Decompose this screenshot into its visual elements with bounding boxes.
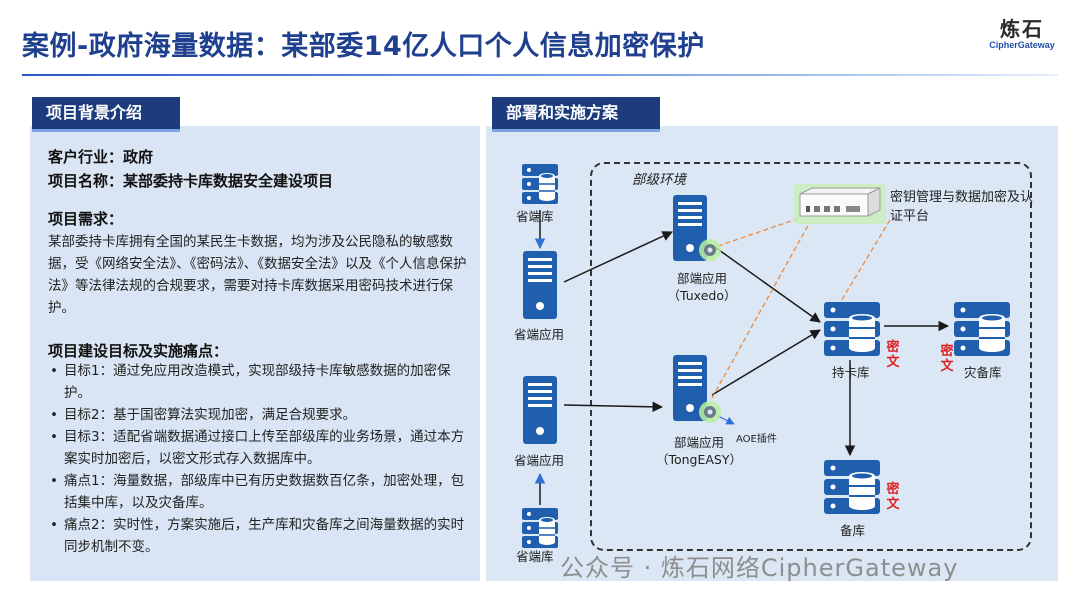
requirements-text: 某部委持卡库拥有全国的某民生卡数据，均为涉及公民隐私的敏感数据，受《网络安全法》… xyxy=(48,234,467,316)
province-db-2-label: 省端库 xyxy=(516,549,554,564)
database-server-icon xyxy=(824,460,880,514)
arrow-tongeasy-to-carddb xyxy=(711,329,821,396)
goal-item: 目标2：基于国密算法实现加密，满足合规要求。 xyxy=(48,404,476,426)
goals-heading: 项目建设目标及实施痛点： xyxy=(48,342,229,360)
background-section-tab: 项目背景介绍 xyxy=(32,97,180,132)
kms-link-carddb xyxy=(831,219,891,317)
pain-item: 痛点1：海量数据，部级库中已有历史数据数百亿条，加密处理，包括集中库，以及灾备库… xyxy=(48,470,476,514)
aoe-pointer xyxy=(717,415,735,425)
kms-appliance-icon xyxy=(794,184,886,224)
deployment-section-tab: 部署和实施方案 xyxy=(492,97,660,132)
ministry-app-tuxedo-label: 部端应用 （Tuxedo） xyxy=(662,270,742,304)
dr-db-cipher-mark: 密文 xyxy=(940,344,954,374)
dr-db-label: 灾备库 xyxy=(964,365,1002,380)
arrow-provapp-to-tongeasy xyxy=(563,401,664,413)
backup-db-label: 备库 xyxy=(840,523,866,538)
province-app-2-label: 省端应用 xyxy=(514,453,565,468)
ministry-app-tongeasy-name: 部端应用 xyxy=(673,435,724,450)
requirements-heading: 项目需求： xyxy=(48,210,124,228)
goal-item: 目标3：适配省端数据通过接口上传至部级库的业务场景，通过本方案实时加密后，以密文… xyxy=(48,426,476,470)
database-server-icon xyxy=(824,302,880,356)
kms-platform-label: 密钥管理与数据加密及认证平台 xyxy=(890,190,1034,224)
database-server-icon xyxy=(954,302,1010,356)
server-with-plugin-icon xyxy=(673,195,721,261)
backup-db-cipher-mark: 密文 xyxy=(886,482,900,512)
province-app-1-label: 省端应用 xyxy=(514,327,565,342)
server-with-plugin-icon xyxy=(673,355,721,423)
pain-item: 痛点2：实时性，方案实施后，生产库和灾备库之间海量数据的实时同步机制不变。 xyxy=(48,514,476,558)
ministry-app-tongeasy-label: 部端应用 （TongEASY） xyxy=(654,434,744,468)
database-server-icon xyxy=(522,164,558,204)
server-tower-icon xyxy=(523,376,557,444)
project-name: 项目名称：某部委持卡库数据安全建设项目 xyxy=(48,172,334,190)
goals-list: 目标1：通过免应用改造模式，实现部级持卡库敏感数据的加密保护。 目标2：基于国密… xyxy=(48,360,476,558)
ministry-app-tongeasy-middleware: （TongEASY） xyxy=(655,452,743,467)
slide-title: 案例-政府海量数据：某部委14亿人口个人信息加密保护 xyxy=(22,31,705,62)
logo-text-cn: 炼石 xyxy=(1000,17,1044,41)
goal-item: 目标1：通过免应用改造模式，实现部级持卡库敏感数据的加密保护。 xyxy=(48,360,476,404)
logo-text-en: CipherGateway xyxy=(989,40,1055,50)
ministry-environment-boundary xyxy=(590,162,1032,551)
card-db-cipher-mark: 密文 xyxy=(886,340,900,370)
kms-link-tongeasy xyxy=(711,221,811,399)
company-logo: 炼石 CipherGateway xyxy=(982,18,1062,50)
ministry-environment-label: 部级环境 xyxy=(632,172,686,188)
customer-industry: 客户行业：政府 xyxy=(48,148,154,166)
card-db-label: 持卡库 xyxy=(832,365,870,380)
ministry-app-tuxedo-middleware: （Tuxedo） xyxy=(667,288,737,303)
title-underline xyxy=(22,74,1058,76)
wechat-watermark: 公众号 · 炼石网络CipherGateway xyxy=(560,554,959,582)
server-tower-icon xyxy=(523,251,557,319)
ministry-app-tuxedo-name: 部端应用 xyxy=(676,271,727,286)
province-db-1-label: 省端库 xyxy=(516,209,554,224)
kms-link-tuxedo xyxy=(717,217,801,247)
database-server-icon xyxy=(522,508,558,548)
arrow-tuxedo-to-carddb xyxy=(711,244,821,323)
aoe-plugin-label: AOE插件 xyxy=(736,434,777,445)
arrow-provapp-to-tuxedo xyxy=(563,231,673,283)
